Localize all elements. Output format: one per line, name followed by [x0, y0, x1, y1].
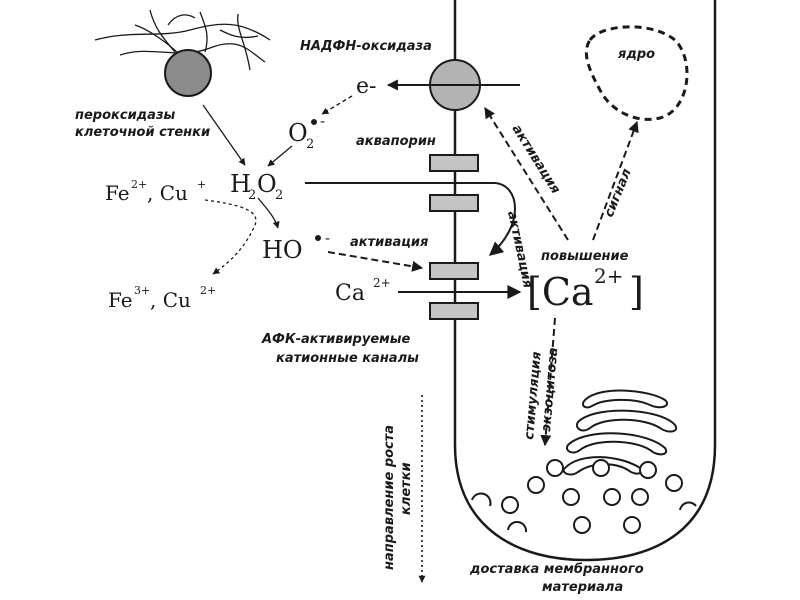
- aquaporin-bottom: [429, 194, 479, 212]
- h2o2-o: O: [257, 170, 277, 198]
- activation-ho-label: активация: [350, 235, 428, 250]
- ca-big-charge: 2+: [594, 264, 623, 288]
- arrow-signal-to-nucleus: [592, 120, 639, 241]
- fusing-vesicles: [471, 492, 697, 533]
- cell-wall-fibers: [94, 9, 271, 71]
- cell-membrane: [453, 0, 717, 562]
- cu1-charge: +: [197, 178, 206, 191]
- arrow-fe2-to-fe3: [204, 199, 257, 275]
- delivery-label-line2: материала: [542, 580, 623, 595]
- ho-radical-dot: [315, 235, 321, 241]
- fe3-charge: 3+: [134, 284, 150, 297]
- superoxide-label: O 2 -: [288, 112, 325, 152]
- ca-influx-label: Ca 2+: [335, 276, 391, 306]
- golgi-apparatus: [562, 389, 678, 476]
- delivery-label-line1: доставка мембранного: [469, 562, 644, 577]
- ca-in-symbol: Ca: [335, 281, 365, 306]
- ho-symbol: HO: [262, 236, 303, 264]
- ho-charge: -: [325, 229, 330, 247]
- signal-label: сигнал: [602, 166, 635, 219]
- cation-channel-bottom: [429, 302, 479, 320]
- arrow-o2-to-h2o2: [267, 145, 293, 167]
- peroxidases-label-line1: пероксидазы: [75, 108, 175, 123]
- ca-big-bracket: ]: [629, 270, 644, 314]
- arrow-peroxidase-to-h2o2: [202, 104, 246, 166]
- cu1-symbol: , Cu: [147, 181, 188, 205]
- hydroxyl-label: HO -: [262, 229, 330, 264]
- peroxidase-protein: [164, 49, 212, 97]
- vesicle: [527, 476, 545, 494]
- vesicle: [573, 516, 591, 534]
- channels-label-line2: катионные каналы: [276, 351, 419, 366]
- h2o2-h: H: [230, 170, 251, 198]
- arrows: [202, 95, 639, 583]
- radical-dot: [311, 119, 317, 125]
- activation-top-label: активация: [509, 122, 563, 196]
- growth-label-line2: клетки: [399, 462, 414, 515]
- vesicle: [639, 461, 657, 479]
- h2o2-sub1: 2: [248, 188, 256, 203]
- nadph-oxidase-label: НАДФН-оксидаза: [300, 39, 432, 54]
- peroxidases-label-line2: клеточной стенки: [75, 125, 210, 140]
- increase-label: повышение: [541, 249, 629, 264]
- ca-big-symbol: [Ca: [527, 270, 594, 314]
- o2-charge: -: [320, 112, 325, 130]
- vesicle: [623, 516, 641, 534]
- stimulation-label-line2: экзоцитоза: [539, 347, 561, 433]
- fe3-symbol: Fe: [108, 288, 133, 312]
- vesicle: [603, 488, 621, 506]
- vesicle: [501, 496, 519, 514]
- fe3-cu-label: Fe 3+ , Cu 2+: [108, 284, 216, 312]
- h2o2-sub2: 2: [275, 188, 283, 203]
- arrow-ho-activation: [327, 251, 424, 272]
- cu2-symbol: , Cu: [150, 288, 191, 312]
- o2-symbol: O: [288, 119, 308, 147]
- o2-subscript: 2: [306, 137, 314, 152]
- electron-label: e-: [356, 74, 376, 99]
- aquaporin-label: аквапорин: [356, 134, 436, 149]
- arrow-ca-activates-nadph: [484, 107, 569, 241]
- ca-concentration-label: [Ca 2+ ]: [527, 264, 644, 314]
- arrow-h2o2-to-ho: [257, 197, 280, 229]
- nucleus: [584, 25, 689, 121]
- channels-label-line1: АФК-активируемые: [261, 332, 411, 347]
- vesicles: [501, 459, 683, 534]
- vesicle: [562, 488, 580, 506]
- vesicle: [592, 459, 610, 477]
- cu2-charge: 2+: [200, 284, 216, 297]
- vesicle: [631, 488, 649, 506]
- aquaporin-top: [429, 154, 479, 172]
- arrow-h2o2-through-aquaporin: [305, 182, 516, 256]
- h2o2-label: H 2 O 2: [230, 170, 283, 203]
- vesicle: [665, 474, 683, 492]
- cation-channel-top: [429, 262, 479, 280]
- ca-in-charge: 2+: [373, 276, 391, 290]
- fe2-cu-label: Fe 2+ , Cu +: [105, 178, 206, 205]
- nucleus-label: ядро: [617, 47, 655, 62]
- fe2-charge: 2+: [131, 178, 147, 191]
- vesicle: [546, 459, 564, 477]
- fe2-symbol: Fe: [105, 181, 130, 205]
- growth-label-line1: направление роста: [382, 425, 397, 570]
- arrow-e-to-o2: [321, 95, 353, 115]
